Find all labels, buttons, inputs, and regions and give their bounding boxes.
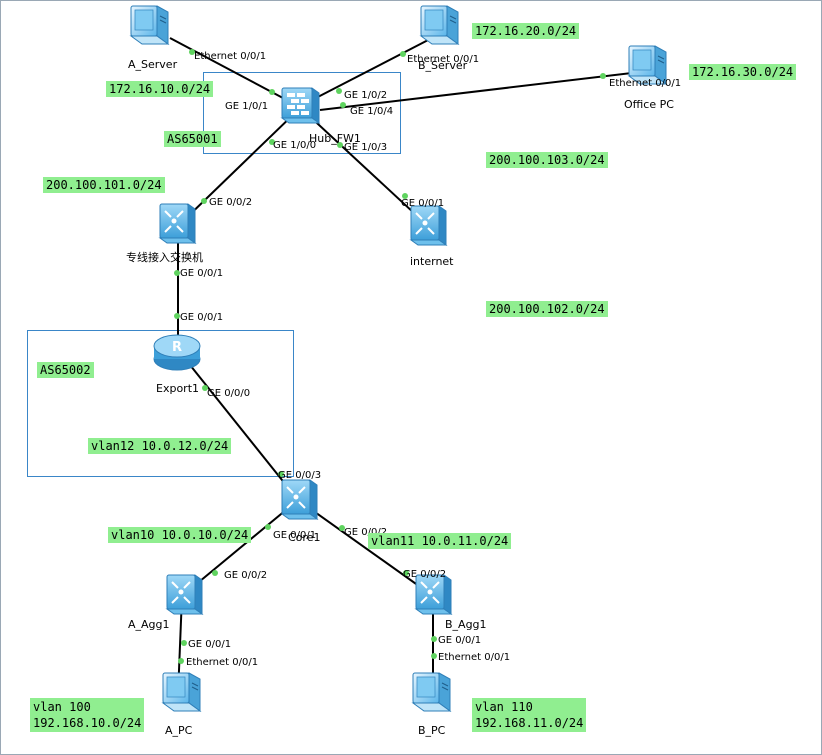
link-office-fw[interactable] xyxy=(319,71,641,111)
vlan110-name: vlan 110 xyxy=(475,700,533,714)
port-dot xyxy=(336,88,342,94)
port-label: GE 1/0/2 xyxy=(344,90,387,101)
link-core-bagg[interactable] xyxy=(297,499,434,597)
port-label: GE 0/0/2 xyxy=(344,527,387,538)
port-dot xyxy=(337,142,343,148)
firewall-icon[interactable] xyxy=(281,87,320,124)
port-dot xyxy=(189,49,195,55)
device-label-a-server: A_Server xyxy=(128,58,178,71)
port-dot xyxy=(178,658,184,664)
network-label-vlan12: vlan12 10.0.12.0/24 xyxy=(88,438,232,454)
port-label: GE 0/0/0 xyxy=(207,388,250,399)
device-label-a-pc: A_PC xyxy=(165,724,193,737)
port-dot xyxy=(181,640,187,646)
vlan110-net: 192.168.11.0/24 xyxy=(475,716,584,730)
link-fw-internet[interactable] xyxy=(304,111,429,227)
port-dot xyxy=(403,570,409,576)
device-label-internet: internet xyxy=(410,255,454,268)
port-label: Ethernet 0/0/1 xyxy=(186,657,258,668)
port-label: GE 0/0/1 xyxy=(401,198,444,209)
port-dot xyxy=(269,139,275,145)
network-label-200-100-103: 200.100.103.0/24 xyxy=(486,152,608,168)
link-export-core[interactable] xyxy=(177,349,299,501)
port-label: GE 1/0/1 xyxy=(225,101,268,112)
switch-icon[interactable] xyxy=(166,574,203,615)
port-dot xyxy=(600,73,606,79)
port-label: Ethernet 0/0/1 xyxy=(438,652,510,663)
as65002-box xyxy=(27,330,294,477)
network-label-vlan110: vlan 110 192.168.11.0/24 xyxy=(472,698,587,732)
network-label-vlan10: vlan10 10.0.10.0/24 xyxy=(108,527,252,543)
as65001-box xyxy=(203,72,401,154)
port-label: GE 0/0/3 xyxy=(278,470,321,481)
router-icon[interactable] xyxy=(153,334,201,371)
link-fw-access[interactable] xyxy=(177,109,299,227)
as-label-65001: AS65001 xyxy=(164,131,221,147)
pc-icon[interactable] xyxy=(162,672,201,712)
port-label: Ethernet 0/0/1 xyxy=(609,78,681,89)
device-label-office-pc: Office PC xyxy=(624,98,674,111)
vlan100-net: 192.168.10.0/24 xyxy=(33,716,142,730)
port-dot xyxy=(339,525,345,531)
port-label: GE 0/0/1 xyxy=(180,268,223,279)
device-label-hub-fw1: Hub_FW1 xyxy=(309,132,361,145)
network-label-172-16-20: 172.16.20.0/24 xyxy=(472,23,580,39)
link-bserver-fw[interactable] xyxy=(311,37,433,101)
port-label: GE 0/0/1 xyxy=(180,312,223,323)
network-label-200-100-101: 200.100.101.0/24 xyxy=(43,177,165,193)
port-dot xyxy=(174,270,180,276)
port-label: Ethernet 0/0/1 xyxy=(194,51,266,62)
port-dot xyxy=(269,89,275,95)
port-dot xyxy=(201,198,207,204)
device-label-b-agg1: B_Agg1 xyxy=(445,618,487,631)
port-label: GE 0/0/1 xyxy=(273,530,316,541)
port-dot xyxy=(431,636,437,642)
network-label-172-16-30: 172.16.30.0/24 xyxy=(689,64,797,80)
port-dot xyxy=(278,471,284,477)
port-label: Ethernet 0/0/1 xyxy=(407,54,479,65)
network-label-vlan11: vlan11 10.0.11.0/24 xyxy=(368,533,512,549)
port-dot xyxy=(402,193,408,199)
port-dot xyxy=(265,524,271,530)
port-label: GE 0/0/2 xyxy=(209,197,252,208)
port-label: GE 0/0/1 xyxy=(188,639,231,650)
device-label-b-server: B_Server xyxy=(418,59,468,72)
port-label: GE 0/0/2 xyxy=(403,569,446,580)
port-label: GE 1/0/0 xyxy=(273,140,316,151)
device-label-core1: Core1 xyxy=(288,531,320,544)
port-dot xyxy=(174,313,180,319)
switch-icon[interactable] xyxy=(410,205,447,246)
network-label-vlan100: vlan 100 192.168.10.0/24 xyxy=(30,698,145,732)
pc-icon[interactable] xyxy=(412,672,451,712)
pc-icon[interactable] xyxy=(130,5,169,45)
switch-icon[interactable] xyxy=(415,574,452,615)
network-label-200-100-102: 200.100.102.0/24 xyxy=(486,301,608,317)
port-dots xyxy=(174,49,606,664)
network-label-172-16-10: 172.16.10.0/24 xyxy=(106,81,214,97)
port-dot xyxy=(212,570,218,576)
device-label-a-agg1: A_Agg1 xyxy=(128,618,170,631)
switch-icon[interactable] xyxy=(281,479,318,520)
port-label: GE 1/0/4 xyxy=(350,106,393,117)
as-label-65002: AS65002 xyxy=(37,362,94,378)
pc-icon[interactable] xyxy=(420,5,459,45)
device-label-access-switch: 专线接入交换机 xyxy=(126,250,203,264)
device-label-b-pc: B_PC xyxy=(418,724,446,737)
port-label: GE 0/0/1 xyxy=(438,635,481,646)
port-label: GE 1/0/3 xyxy=(344,142,387,153)
port-dot xyxy=(202,385,208,391)
switch-icon[interactable] xyxy=(159,203,196,244)
port-dot xyxy=(431,653,437,659)
links xyxy=(169,37,641,696)
device-label-export1: Export1 xyxy=(156,382,199,395)
port-dot xyxy=(400,51,406,57)
port-dot xyxy=(340,102,346,108)
vlan100-name: vlan 100 xyxy=(33,700,91,714)
port-label: GE 0/0/2 xyxy=(224,570,267,581)
